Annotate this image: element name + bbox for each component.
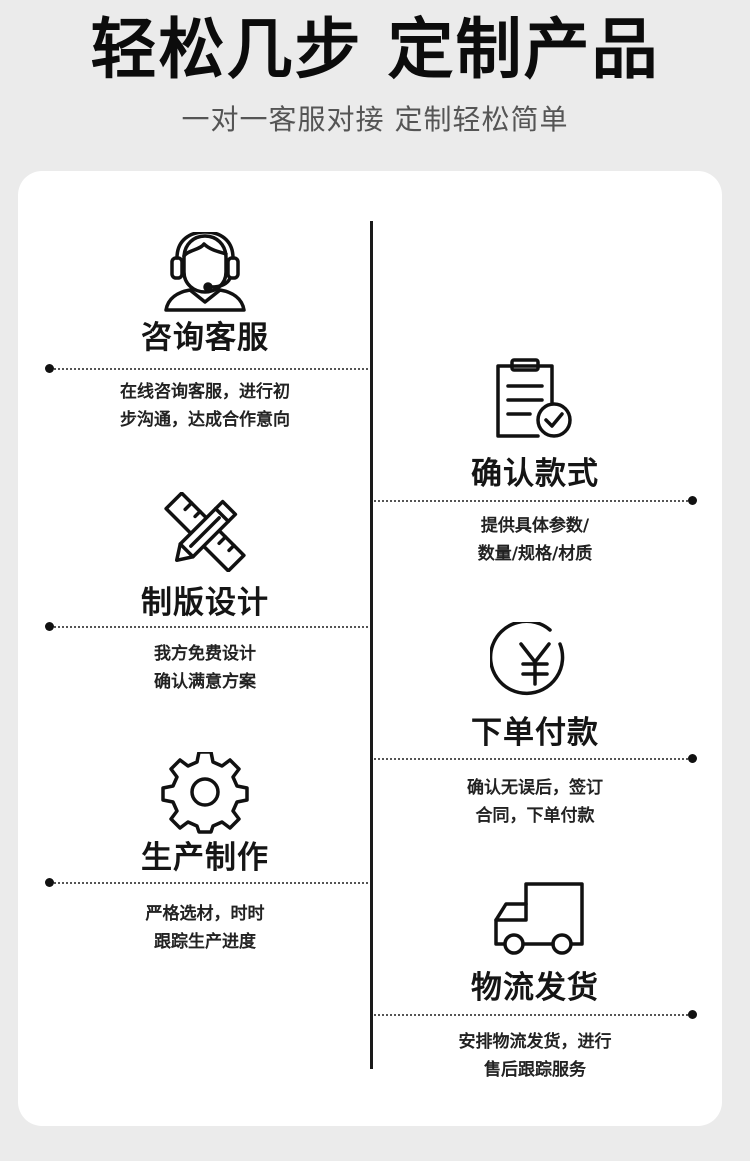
step-divider xyxy=(50,368,368,370)
pencil-ruler-icon xyxy=(160,491,250,576)
step-dot xyxy=(688,1010,697,1019)
page-subtitle: 一对一客服对接 定制轻松简单 xyxy=(181,103,569,136)
step-dot xyxy=(45,878,54,887)
step-description: 提供具体参数/ 数量/规格/材质 xyxy=(477,516,593,564)
step-divider xyxy=(374,1014,692,1016)
step-description: 确认无误后，签订 合同，下单付款 xyxy=(467,778,603,826)
step-title: 制版设计 xyxy=(141,585,269,621)
yuan-circle-icon xyxy=(488,619,580,706)
step-dot xyxy=(45,364,54,373)
delivery-truck-icon xyxy=(490,878,588,964)
step-divider xyxy=(50,882,368,884)
step-title: 咨询客服 xyxy=(141,320,269,356)
step-divider xyxy=(50,626,368,628)
step-divider xyxy=(374,758,692,760)
step-dot xyxy=(45,622,54,631)
step-dot xyxy=(688,496,697,505)
timeline-divider xyxy=(370,221,373,1069)
gear-icon xyxy=(160,750,250,838)
step-title: 物流发货 xyxy=(471,970,599,1006)
step-dot xyxy=(688,754,697,763)
step-description: 严格选材，时时 跟踪生产进度 xyxy=(145,904,265,952)
page-title: 轻松几步 定制产品 xyxy=(90,11,660,88)
step-description: 安排物流发货，进行 售后跟踪服务 xyxy=(458,1032,612,1080)
step-divider xyxy=(374,500,692,502)
step-description: 在线咨询客服，进行初 步沟通，达成合作意向 xyxy=(120,382,290,430)
step-description: 我方免费设计 确认满意方案 xyxy=(154,644,256,692)
step-title: 确认款式 xyxy=(471,456,599,492)
step-title: 下单付款 xyxy=(471,715,599,751)
clipboard-check-icon xyxy=(490,356,580,448)
customer-service-headset-icon xyxy=(160,230,250,316)
step-title: 生产制作 xyxy=(141,840,269,876)
